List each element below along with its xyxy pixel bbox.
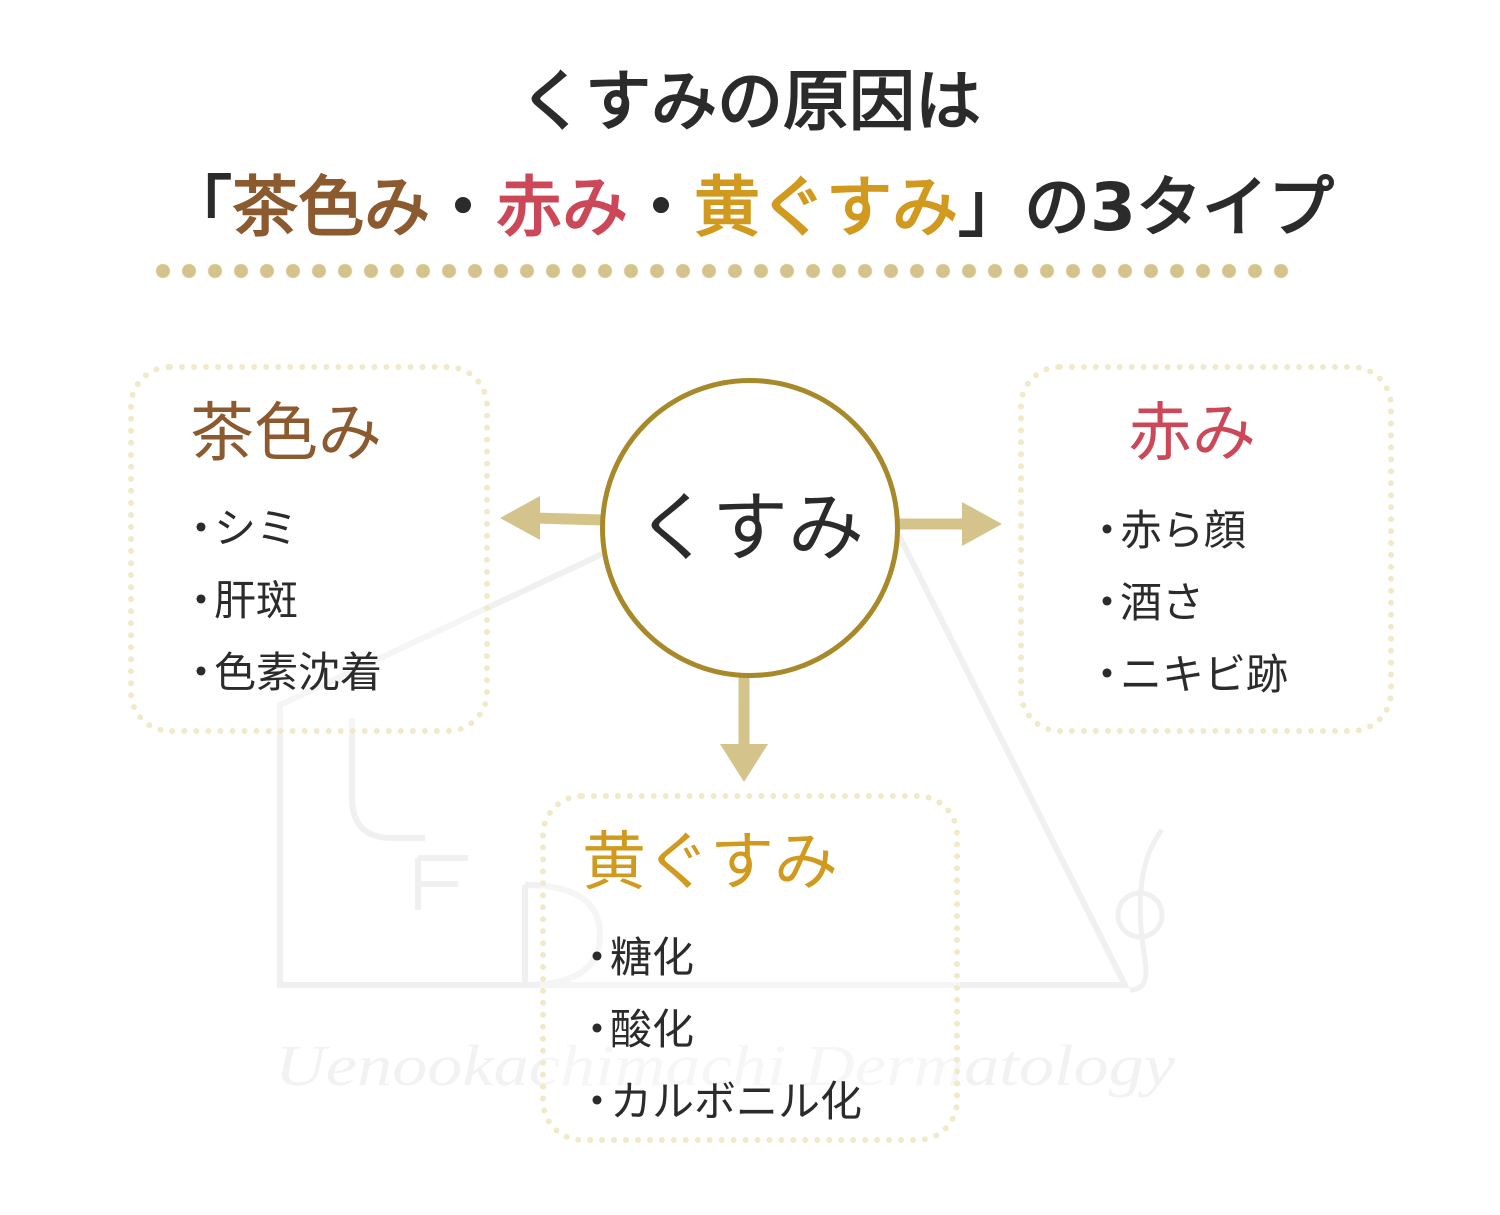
list-item: ・シミ	[180, 504, 298, 554]
box-yellow-heading: 黄ぐすみ	[582, 826, 838, 900]
bullet: ・	[1086, 578, 1129, 627]
arrows	[500, 496, 1002, 782]
bullet: ・	[576, 933, 619, 982]
list-item-label: 酒さ	[1120, 578, 1205, 627]
list-item-label: シミ	[214, 504, 299, 553]
list-item: ・肝斑	[180, 576, 298, 626]
title-line-1: くすみの原因は	[519, 63, 981, 140]
title-type-brown: 茶色み	[232, 169, 431, 246]
title-separator: ・	[628, 169, 695, 246]
list-item-label: 糖化	[610, 933, 695, 982]
box-yellow: 黄ぐすみ ・糖化 ・酸化 ・カルボニル化	[540, 793, 960, 1143]
box-brown-heading: 茶色み	[190, 397, 382, 471]
list-item: ・ニキビ跡	[1086, 650, 1288, 700]
title-type-red: 赤み	[496, 169, 629, 246]
bullet: ・	[1086, 506, 1129, 555]
title-open-bracket: 「	[166, 169, 233, 246]
center-circle: くすみ	[600, 378, 900, 678]
title-separator: ・	[430, 169, 497, 246]
title-suffix: の3タイプ	[1024, 169, 1334, 246]
title-close-bracket: 」	[958, 169, 1025, 246]
box-brown: 茶色み ・シミ ・肝斑 ・色素沈着	[128, 364, 490, 734]
title-line-2: 「茶色み・赤み・黄ぐすみ」の3タイプ	[0, 168, 1500, 248]
box-red-heading: 赤み	[1128, 397, 1256, 471]
title-type-yellow: 黄ぐすみ	[694, 169, 959, 246]
list-item-label: 赤ら顔	[1120, 506, 1247, 555]
bullet: ・	[576, 1077, 619, 1126]
list-item-label: ニキビ跡	[1120, 650, 1289, 699]
list-item-label: 酸化	[610, 1005, 695, 1054]
list-item: ・酸化	[576, 1005, 694, 1055]
list-item-label: 色素沈着	[214, 648, 383, 697]
center-label: くすみ	[636, 483, 864, 572]
list-item: ・糖化	[576, 933, 694, 983]
list-item: ・酒さ	[1086, 578, 1204, 628]
dotted-divider	[150, 262, 1300, 280]
bullet: ・	[576, 1005, 619, 1054]
bullet: ・	[180, 648, 223, 697]
arrow-right-head	[962, 502, 1002, 546]
arrow-left-head	[500, 496, 540, 540]
arrow-down-head	[720, 744, 768, 782]
list-item-label: カルボニル化	[610, 1077, 863, 1126]
list-item-label: 肝斑	[214, 576, 299, 625]
bullet: ・	[180, 504, 223, 553]
list-item: ・赤ら顔	[1086, 506, 1246, 556]
watermark-text: Uenookachimachi Dermatology	[275, 1033, 1175, 1098]
box-red: 赤み ・赤ら顔 ・酒さ ・ニキビ跡	[1018, 364, 1394, 734]
list-item: ・色素沈着	[180, 648, 382, 698]
arrow-left-shaft	[534, 512, 604, 526]
bullet: ・	[180, 576, 223, 625]
bullet: ・	[1086, 650, 1129, 699]
list-item: ・カルボニル化	[576, 1077, 862, 1127]
